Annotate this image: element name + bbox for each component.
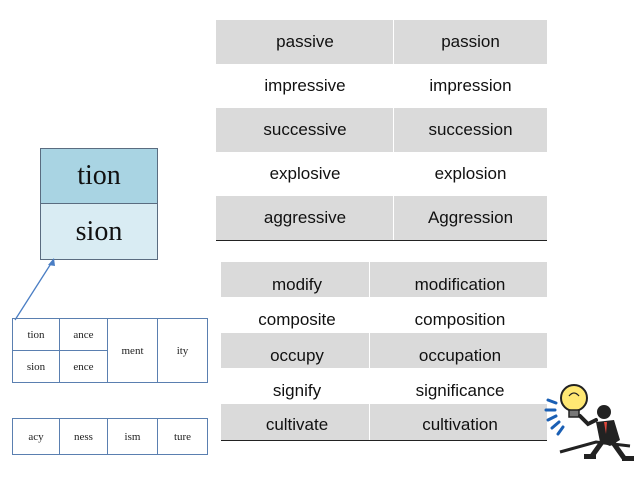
word-cell: succession: [428, 120, 513, 139]
grid-cell-sion: sion: [12, 350, 60, 383]
word-cell: occupation: [418, 345, 502, 365]
word-cell: impressive: [264, 76, 346, 95]
word-cell: explosion: [434, 164, 507, 183]
grid-cell-tion: tion: [12, 318, 60, 351]
table-row: [221, 368, 547, 404]
word-cell: composite: [258, 310, 336, 329]
suffix-tion: tion: [41, 149, 157, 204]
grid-cell-ture: ture: [157, 418, 208, 455]
word-cell: aggressive: [263, 208, 347, 227]
word-cell: cultivate: [265, 415, 329, 434]
word-cell: modification: [414, 274, 506, 294]
column-divider: [393, 20, 394, 240]
misc-table: modify modification composite compositio…: [221, 262, 547, 442]
table-bottom-border: [216, 240, 547, 241]
suffix-sion: sion: [41, 204, 157, 259]
idea-lightbulb-icon: [544, 384, 634, 461]
grid-cell-acy: acy: [12, 418, 60, 455]
table-row: [221, 404, 547, 440]
suffix-row: acy ness ism ture: [12, 418, 208, 455]
table-bottom-border: [221, 440, 547, 441]
arrow-icon: [14, 258, 55, 321]
sive-table: passive passion impressive impression su…: [216, 20, 547, 241]
table-row: [216, 108, 547, 152]
table-row: [216, 20, 547, 64]
table-row: [216, 64, 547, 108]
grid-cell-ment: ment: [107, 318, 158, 383]
grid-cell-ance: ance: [59, 318, 108, 351]
grid-cell-ism: ism: [107, 418, 158, 455]
grid-cell-ness: ness: [59, 418, 108, 455]
grid-cell-ence: ence: [59, 350, 108, 383]
word-cell: occupy: [270, 345, 324, 365]
table-row: [221, 262, 547, 297]
column-divider: [369, 262, 370, 440]
tion-sion-box: tion sion: [40, 148, 158, 260]
word-cell: cultivation: [422, 415, 498, 434]
grid-cell-ity: ity: [157, 318, 208, 383]
word-cell: modify: [271, 274, 323, 294]
table-row: [221, 297, 547, 333]
word-cell: passive: [276, 32, 334, 51]
word-cell: composition: [414, 310, 506, 329]
word-cell: Aggression: [427, 208, 514, 227]
table-row: [216, 196, 547, 240]
word-cell: significance: [415, 381, 505, 400]
word-cell: successive: [263, 120, 347, 139]
table-row: [221, 333, 547, 368]
suffix-grid: tion ance sion ence ment ity: [12, 318, 208, 383]
word-cell: explosive: [269, 164, 341, 183]
word-cell: passion: [441, 32, 500, 51]
word-cell: impression: [429, 76, 512, 95]
word-cell: signify: [272, 381, 322, 400]
table-row: [216, 152, 547, 196]
